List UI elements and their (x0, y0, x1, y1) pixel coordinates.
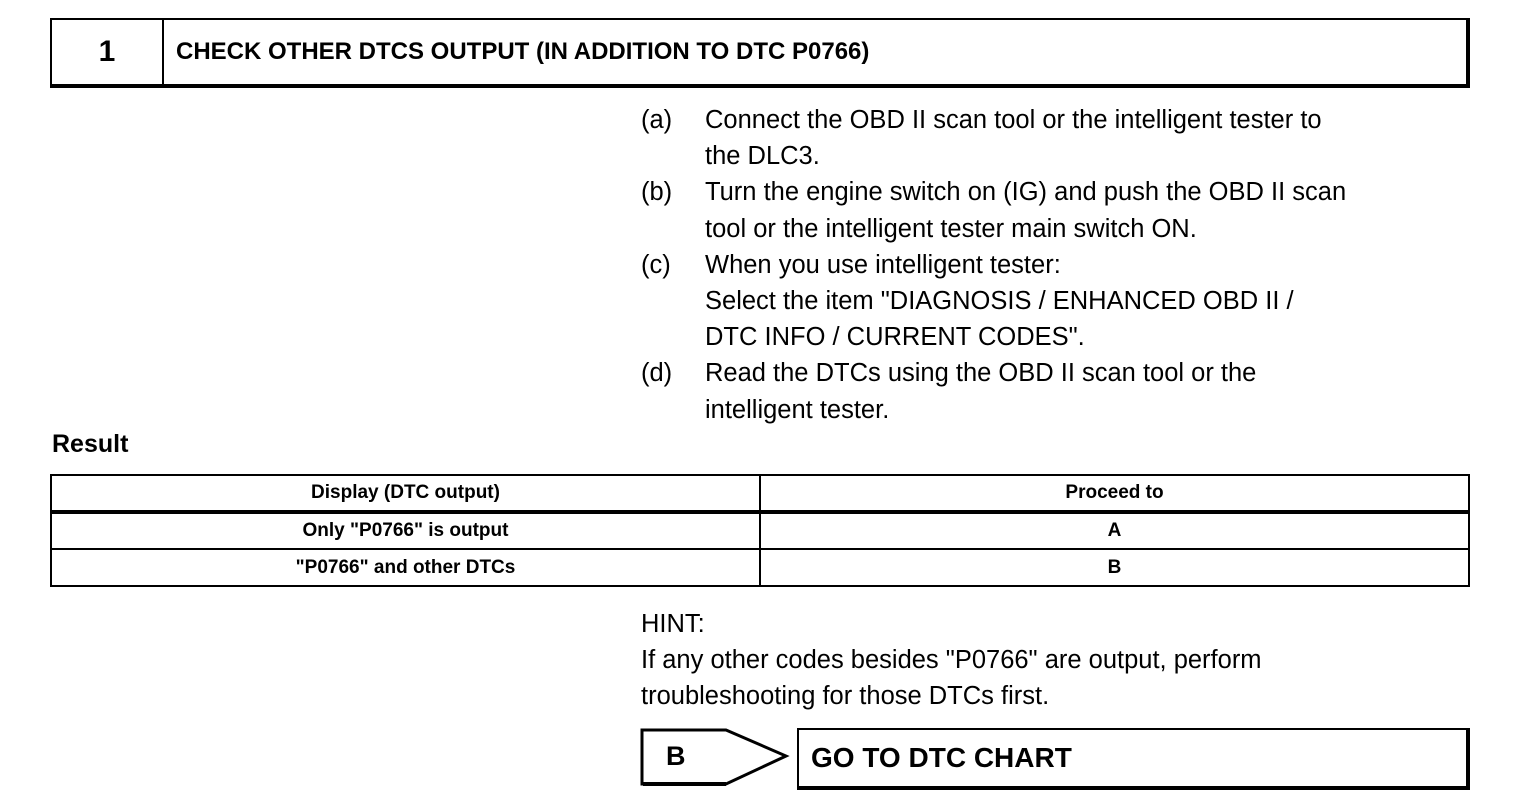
step-number: 1 (52, 20, 164, 84)
procedure-line: intelligent tester. (705, 395, 890, 424)
result-table: Display (DTC output) Proceed to Only "P0… (50, 474, 1470, 587)
procedure-text: Turn the engine switch on (IG) and push … (705, 174, 1481, 246)
table-cell: A (759, 511, 1470, 550)
table-cell: "P0766" and other DTCs (50, 548, 761, 587)
procedure-line: tool or the intelligent tester main swit… (705, 214, 1197, 243)
table-cell: B (759, 548, 1470, 587)
procedure-item-b: (b) Turn the engine switch on (IG) and p… (641, 174, 1481, 246)
procedure-label: (b) (641, 178, 673, 207)
procedure-item-a: (a) Connect the OBD II scan tool or the … (641, 102, 1481, 174)
column-header-proceed: Proceed to (759, 474, 1470, 514)
hint-line: If any other codes besides "P0766" are o… (641, 646, 1262, 674)
procedure-item-c: (c) When you use intelligent tester: Sel… (641, 247, 1481, 356)
procedure-line: Turn the engine switch on (IG) and push … (705, 178, 1347, 207)
table-header-row: Display (DTC output) Proceed to (50, 474, 1470, 514)
step-header: 1 CHECK OTHER DTCS OUTPUT (IN ADDITION T… (50, 18, 1470, 88)
hint-block: HINT: If any other codes besides "P0766"… (641, 606, 1501, 714)
procedure-label: (c) (641, 250, 671, 279)
procedure-line: When you use intelligent tester: (705, 250, 1061, 279)
procedure-line: Read the DTCs using the OBD II scan tool… (705, 359, 1257, 388)
procedure-line: the DLC3. (705, 142, 820, 171)
result-heading: Result (52, 430, 129, 458)
procedure-text: Read the DTCs using the OBD II scan tool… (705, 355, 1481, 427)
procedure-text: When you use intelligent tester: Select … (705, 247, 1481, 356)
column-header-display: Display (DTC output) (50, 474, 761, 514)
procedure-item-d: (d) Read the DTCs using the OBD II scan … (641, 355, 1481, 427)
procedure-text: Connect the OBD II scan tool or the inte… (705, 102, 1481, 174)
procedure-line: Connect the OBD II scan tool or the inte… (705, 106, 1322, 134)
procedure-label: (d) (641, 359, 673, 388)
step-title: CHECK OTHER DTCS OUTPUT (IN ADDITION TO … (176, 38, 870, 65)
goto-letter: B (666, 741, 686, 771)
goto-target: GO TO DTC CHART (797, 728, 1470, 790)
table-cell: Only "P0766" is output (50, 511, 761, 550)
procedure-line: DTC INFO / CURRENT CODES". (705, 323, 1085, 352)
table-row: "P0766" and other DTCs B (50, 548, 1470, 587)
hint-line: troubleshooting for those DTCs first. (641, 682, 1050, 710)
hint-label: HINT: (641, 610, 705, 638)
procedure-line: Select the item "DIAGNOSIS / ENHANCED OB… (705, 287, 1294, 316)
table-row: Only "P0766" is output A (50, 511, 1470, 550)
procedure-list: (a) Connect the OBD II scan tool or the … (641, 102, 1481, 428)
arrow-icon (640, 728, 790, 786)
procedure-label: (a) (641, 106, 673, 134)
